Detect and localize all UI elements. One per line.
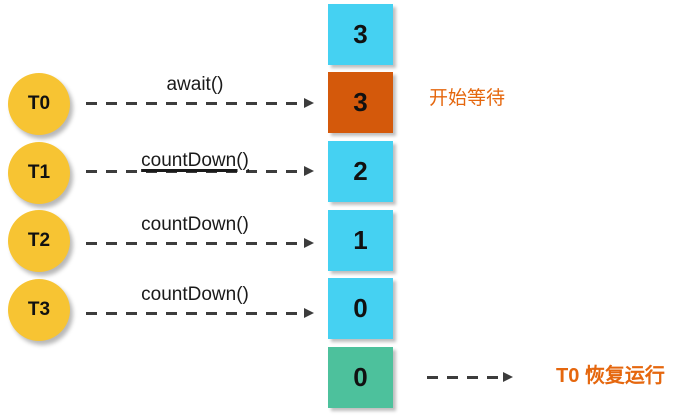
thread-label-t0: T0: [27, 93, 51, 114]
dashed-arrow-t2: [86, 242, 304, 245]
method-label-countdown-t3: countDown(): [141, 284, 249, 305]
thread-circle-t2: T2: [8, 210, 70, 272]
dashed-arrow-t3: [86, 312, 304, 315]
resume-dashed-arrow: [427, 376, 503, 379]
thread-circle-t1: T1: [8, 142, 70, 204]
method-label-countdown-t1: countDown(): [141, 150, 249, 171]
dashed-arrow-t0: [86, 102, 304, 105]
arrow-head-icon-t3: [304, 308, 314, 318]
latch-count-value: 3: [353, 87, 368, 117]
thread-label-t3: T3: [27, 299, 51, 320]
latch-count-box-initial: 3: [328, 4, 393, 65]
arrow-head-icon-resume: [503, 372, 513, 382]
thread-label-t2: T2: [27, 230, 51, 251]
thread-circle-t0: T0: [8, 73, 70, 135]
latch-count-value: 0: [353, 293, 368, 323]
latch-count-value: 2: [353, 156, 368, 186]
latch-count-value: 3: [353, 19, 368, 49]
method-label-await: await(): [166, 74, 224, 95]
latch-count-value: 0: [353, 362, 368, 392]
method-label-countdown-t2: countDown(): [141, 214, 249, 235]
arrow-head-icon-t1: [304, 166, 314, 176]
resume-annotation: T0 恢复运行: [556, 365, 665, 387]
latch-count-box-0: 0: [328, 278, 393, 339]
latch-count-box-awaiting: 3: [328, 72, 393, 133]
latch-count-box-2: 2: [328, 141, 393, 202]
latch-count-box-1: 1: [328, 210, 393, 271]
thread-circle-t3: T3: [8, 279, 70, 341]
latch-count-value: 1: [353, 225, 368, 255]
latch-count-box-released: 0: [328, 347, 393, 408]
dashed-arrow-t1: [86, 170, 304, 173]
arrow-head-icon-t2: [304, 238, 314, 248]
arrow-head-icon-t0: [304, 98, 314, 108]
thread-label-t1: T1: [27, 162, 51, 183]
waiting-annotation: 开始等待: [429, 88, 506, 109]
